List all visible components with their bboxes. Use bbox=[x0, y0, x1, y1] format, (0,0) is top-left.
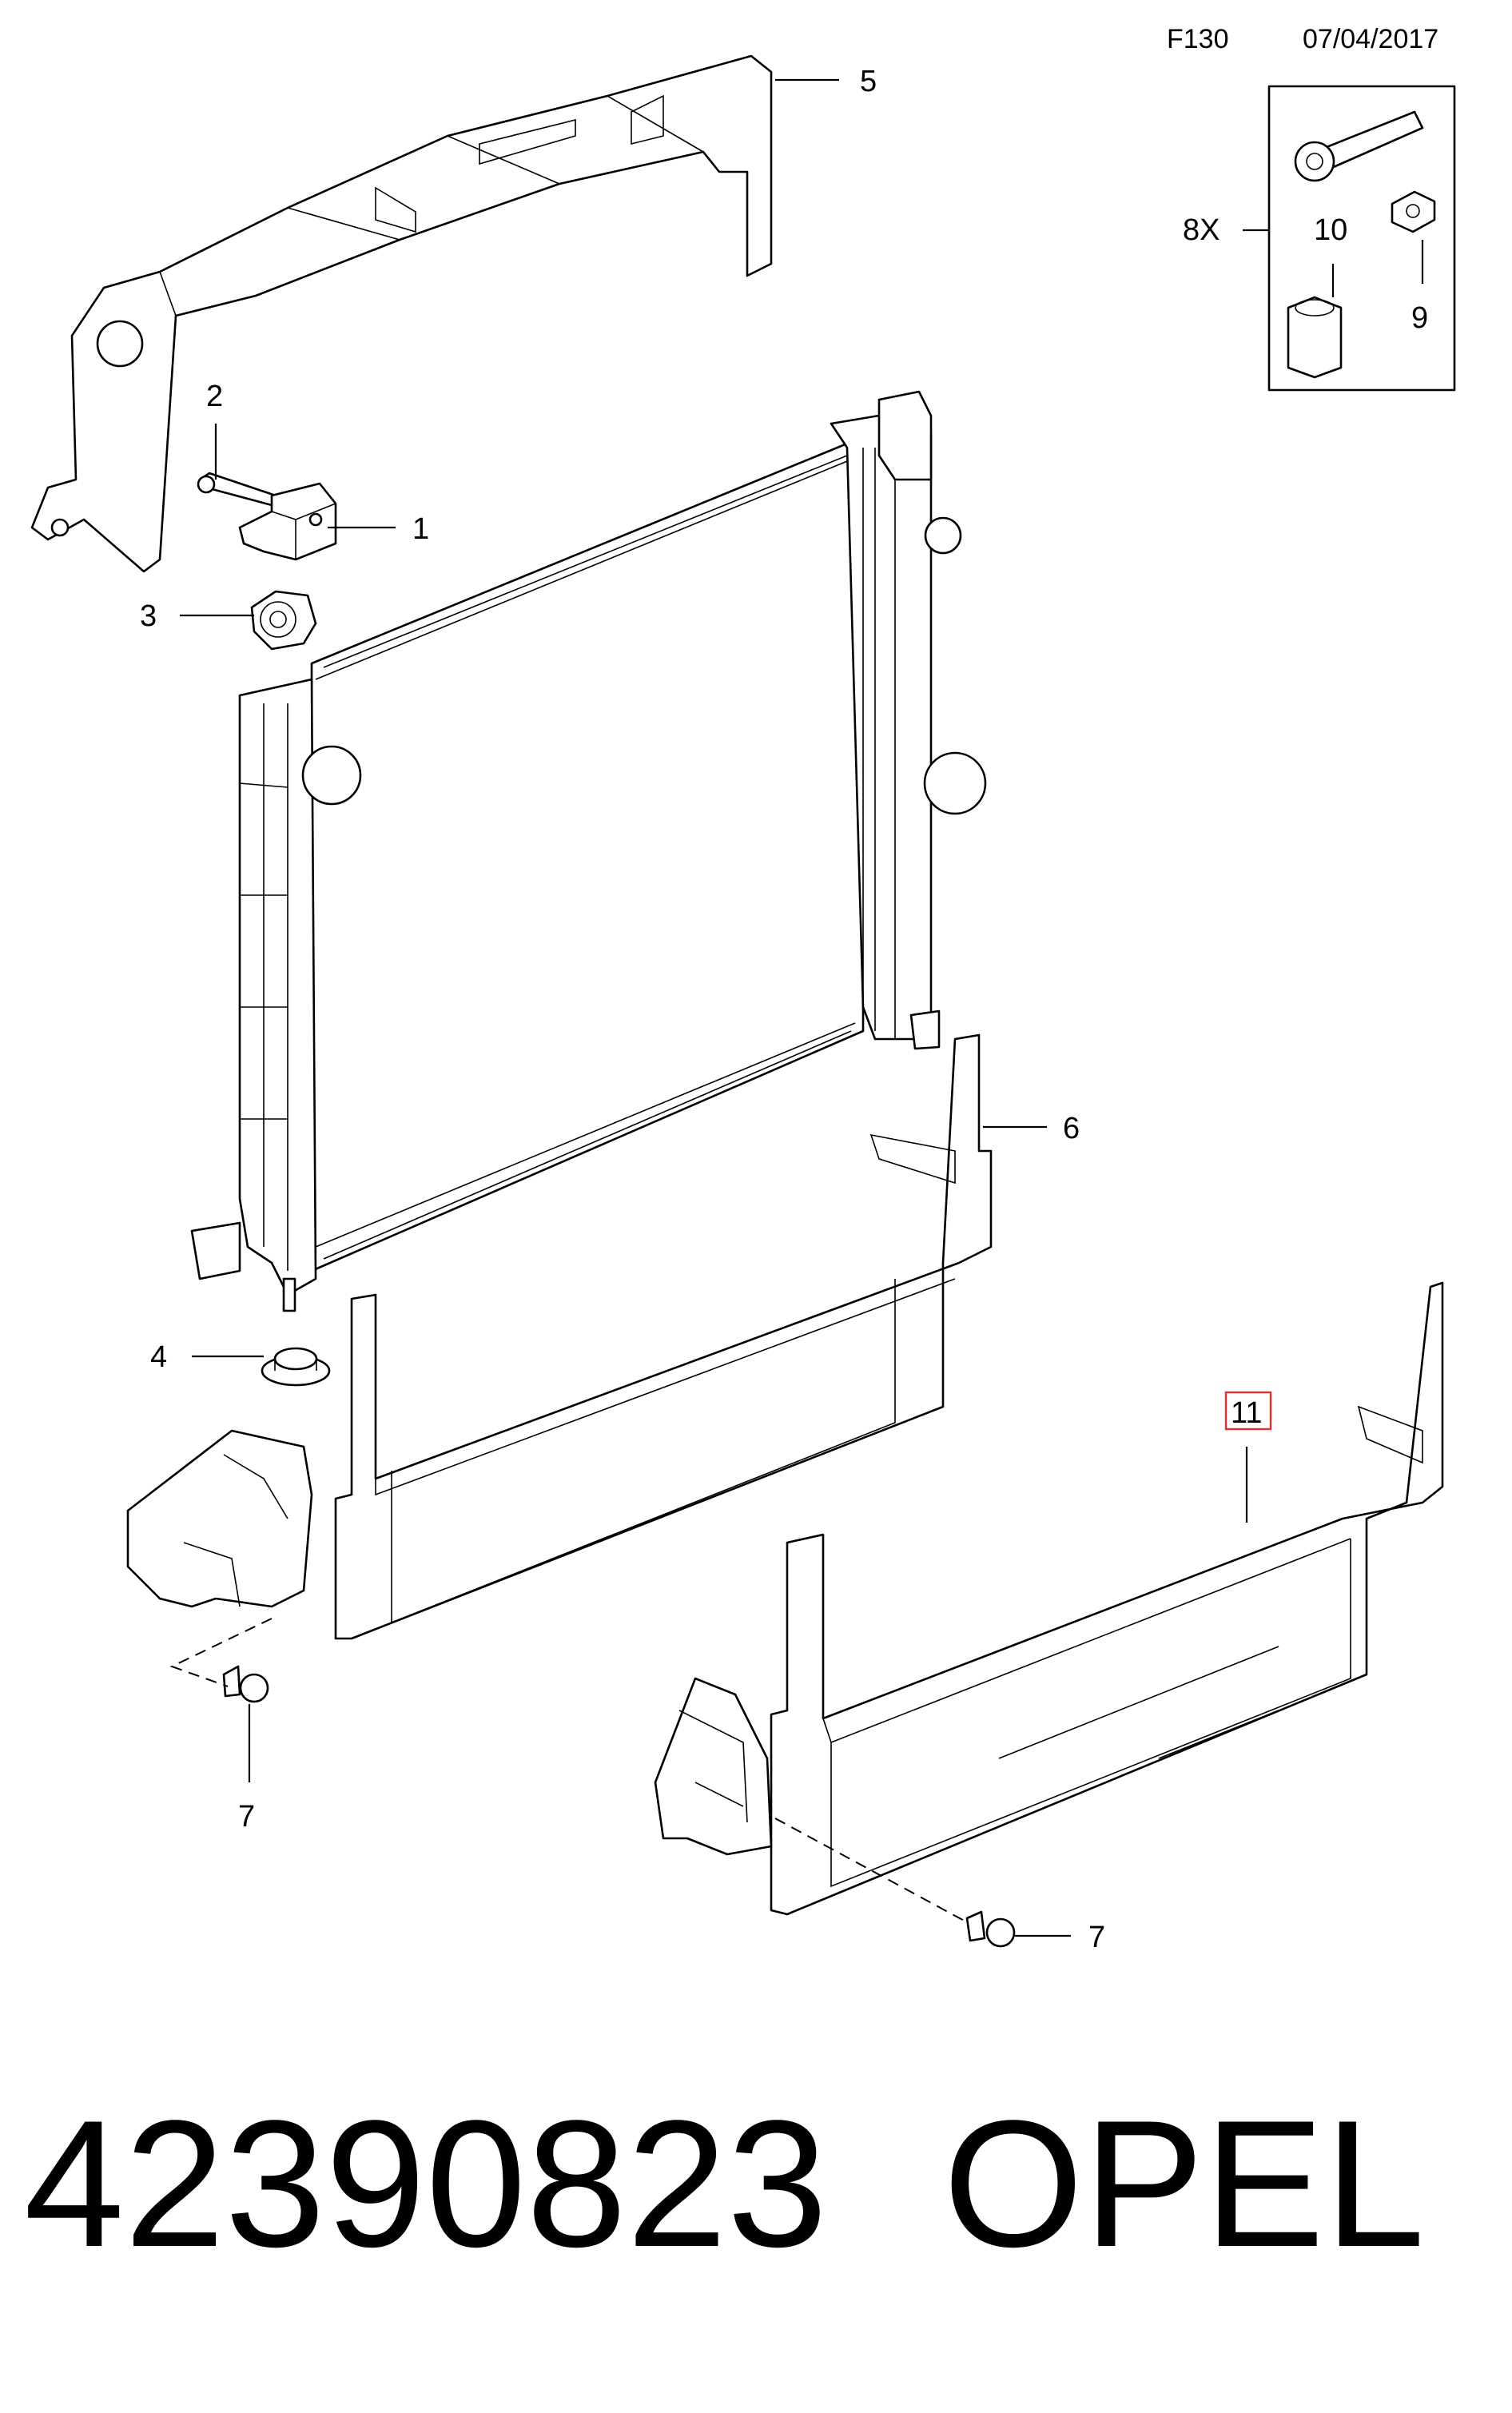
callout-2: 2 bbox=[206, 380, 223, 413]
callout-11: 11 bbox=[1231, 1396, 1262, 1430]
callout-1: 1 bbox=[412, 512, 429, 546]
callout-6: 6 bbox=[1063, 1112, 1080, 1145]
brand-name: OPEL bbox=[943, 2082, 1425, 2284]
callout-10: 10 bbox=[1314, 213, 1347, 247]
callout-7-left: 7 bbox=[238, 1800, 255, 1834]
callout-9: 9 bbox=[1411, 301, 1428, 335]
kit-quantity: 8X bbox=[1183, 213, 1220, 247]
part-11-air-guide bbox=[654, 1281, 1444, 1916]
callout-11-highlight-box bbox=[1224, 1391, 1272, 1431]
callout-7-right: 7 bbox=[1088, 1921, 1105, 1954]
callout-4: 4 bbox=[150, 1340, 167, 1374]
diagram-date: 07/04/2017 bbox=[1303, 24, 1438, 54]
kit-screw bbox=[1294, 110, 1424, 182]
part-6-air-guide bbox=[126, 1033, 993, 1640]
fastener-kit-box bbox=[1267, 85, 1456, 392]
part-4-mount bbox=[261, 1347, 331, 1387]
part-7-clip-right bbox=[965, 1910, 1016, 1948]
radiator bbox=[190, 390, 987, 1312]
figure-code: F130 bbox=[1167, 24, 1229, 54]
kit-bushing bbox=[1287, 296, 1343, 379]
kit-nut bbox=[1391, 190, 1436, 233]
part-1-bracket bbox=[238, 482, 337, 561]
callout-5: 5 bbox=[860, 65, 877, 98]
callout-3: 3 bbox=[140, 599, 157, 633]
leader-lines bbox=[169, 78, 1424, 1937]
part-7-clip-left bbox=[222, 1665, 269, 1703]
part-2-screw bbox=[197, 472, 277, 507]
part-5-upper-deflector bbox=[30, 54, 773, 573]
part-number: 42390823 bbox=[24, 2082, 828, 2284]
part-3-grommet bbox=[250, 590, 317, 651]
